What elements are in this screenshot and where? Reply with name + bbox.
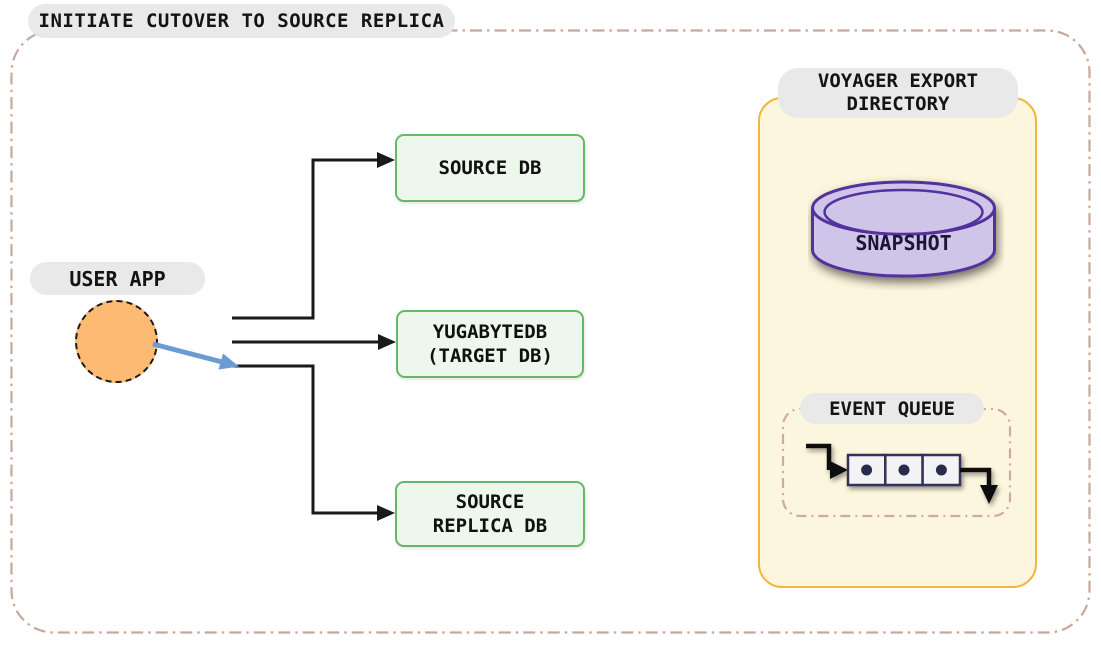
target-db-label-line1: YUGABYTEDB	[432, 321, 548, 343]
event-queue-icon	[806, 443, 998, 504]
cutover-arrow-icon	[152, 341, 239, 370]
user-app-label: USER APP	[30, 262, 205, 295]
source-db-label: SOURCE DB	[438, 157, 542, 179]
voyager-export-directory-panel	[758, 97, 1037, 588]
voyager-title-line1: VOYAGER EXPORT	[817, 70, 979, 92]
connector-source-db-arrow	[232, 152, 395, 320]
source-replica-db-node: SOURCE REPLICA DB	[395, 481, 585, 547]
voyager-export-directory-title: VOYAGER EXPORT DIRECTORY	[778, 68, 1018, 118]
source-replica-db-label-line1: SOURCE	[455, 491, 525, 513]
source-replica-db-label-line2: REPLICA DB	[432, 515, 548, 537]
snapshot-database-icon: SNAPSHOT	[811, 180, 996, 278]
connector-target-db-arrow	[232, 334, 396, 350]
user-app-circle-icon	[75, 300, 158, 383]
target-db-node: YUGABYTEDB (TARGET DB)	[396, 310, 584, 378]
connector-source-replica-arrow	[232, 364, 395, 521]
target-db-label-line2: (TARGET DB)	[427, 345, 553, 367]
source-db-node: SOURCE DB	[395, 134, 585, 202]
snapshot-label: SNAPSHOT	[855, 231, 951, 255]
event-queue-label: EVENT QUEUE	[800, 393, 984, 424]
voyager-title-line2: DIRECTORY	[846, 93, 950, 115]
diagram-title: INITIATE CUTOVER TO SOURCE REPLICA	[28, 4, 455, 38]
